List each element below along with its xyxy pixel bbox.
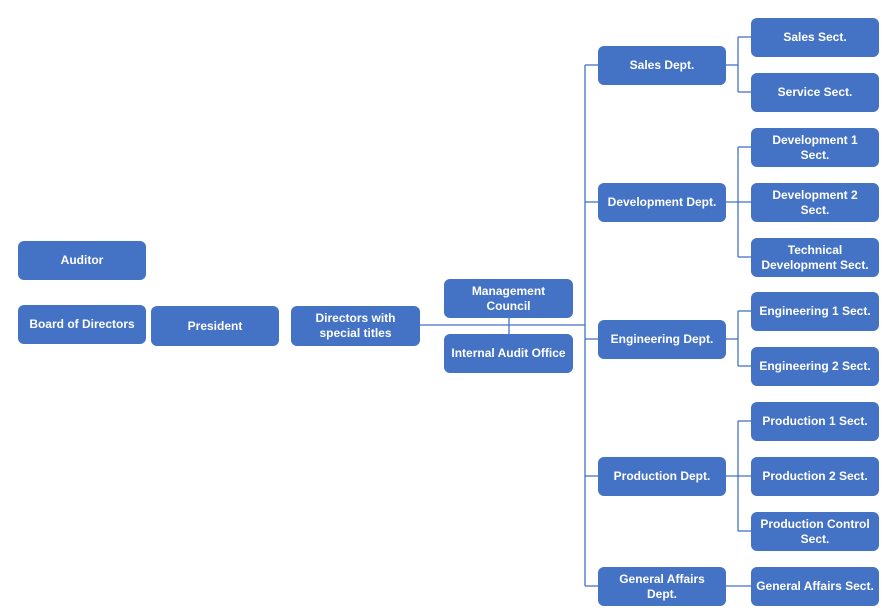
sect-production-control: Production Control Sect. — [751, 512, 879, 551]
sect-development-2: Development 2 Sect. — [751, 183, 879, 222]
sect-development-1: Development 1 Sect. — [751, 128, 879, 167]
sect-production-2: Production 2 Sect. — [751, 457, 879, 496]
dept-engineering: Engineering Dept. — [598, 320, 726, 359]
president-box: President — [151, 306, 279, 346]
sect-sales: Sales Sect. — [751, 18, 879, 57]
sect-production-1: Production 1 Sect. — [751, 402, 879, 441]
sect-general-affairs: General Affairs Sect. — [751, 567, 879, 606]
sect-technical-development: Technical Development Sect. — [751, 238, 879, 277]
dept-sales: Sales Dept. — [598, 46, 726, 85]
board-box: Board of Directors — [18, 305, 146, 344]
sect-engineering-1: Engineering 1 Sect. — [751, 292, 879, 331]
sect-engineering-2: Engineering 2 Sect. — [751, 347, 879, 386]
dept-general-affairs: General Affairs Dept. — [598, 567, 726, 606]
auditor-box: Auditor — [18, 241, 146, 280]
management-council-box: Management Council — [444, 279, 573, 318]
sect-service: Service Sect. — [751, 73, 879, 112]
dept-development: Development Dept. — [598, 183, 726, 222]
directors-box: Directors with special titles — [291, 306, 420, 346]
dept-production: Production Dept. — [598, 457, 726, 496]
internal-audit-box: Internal Audit Office — [444, 334, 573, 373]
